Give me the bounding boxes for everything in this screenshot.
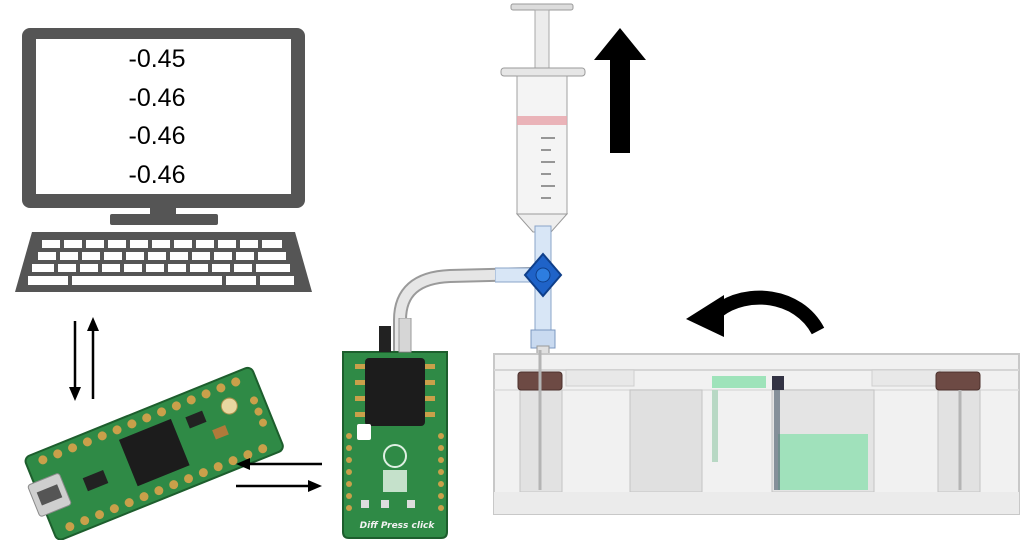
microcontroller-board-icon — [24, 366, 284, 540]
stopcock-valve-icon — [495, 225, 563, 360]
pressure-sensor-board-icon — [342, 318, 448, 539]
monitor-screen — [36, 39, 291, 194]
sensor-board-label: Diff Press click — [359, 521, 435, 531]
rotation-arrow-icon — [686, 290, 825, 337]
bidirectional-arrow-vertical — [69, 317, 99, 401]
microfluidic-chip-icon — [493, 350, 1020, 515]
desktop-computer-icon — [15, 28, 312, 292]
syringe-icon — [500, 3, 586, 250]
reading-1: -0.45 — [128, 45, 186, 73]
sensor-readings: -0.45 -0.46 -0.46 -0.46 — [92, 40, 222, 194]
connecting-tube — [393, 267, 537, 357]
reading-3: -0.46 — [128, 122, 186, 150]
keyboard-keys — [28, 240, 294, 285]
monitor-base — [110, 214, 218, 225]
reading-2: -0.46 — [128, 83, 186, 112]
up-arrow-icon — [594, 28, 646, 153]
bidirectional-arrow-horizontal — [236, 458, 322, 492]
reading-4: -0.46 — [128, 160, 186, 189]
